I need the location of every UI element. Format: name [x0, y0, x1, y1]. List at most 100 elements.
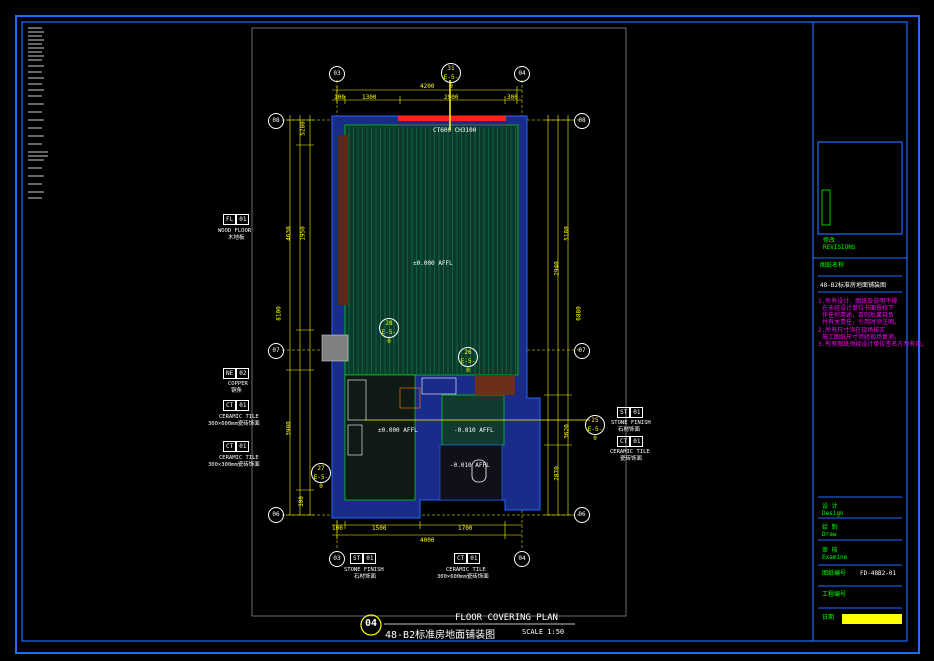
dim-bottom-total: 4000: [420, 537, 435, 544]
callout-left-num: 27: [317, 465, 325, 472]
wood-floor-stripes: [348, 127, 516, 374]
dim-top-total: 4200: [420, 83, 435, 90]
grid-bubble-left-mid: 07: [268, 343, 284, 359]
brown-tile-corner: [475, 375, 515, 395]
callout-right-num: 25: [591, 417, 599, 424]
callout-mid2-num: 26: [464, 349, 472, 356]
window: [398, 116, 506, 121]
callout-top-sheet: E-5-0: [443, 74, 459, 90]
revisions-box: [817, 141, 903, 235]
draw-cn: 绘 制: [822, 524, 838, 531]
drawing-no-label: 图纸编号: [822, 570, 847, 577]
viewport-frame: [251, 27, 627, 617]
dim-right-1: 5180: [563, 226, 571, 241]
material-label-ceramic-right-cn: 瓷砖饰面: [620, 456, 643, 462]
grid-bubble-top-left: 03: [329, 66, 345, 82]
left-edge-ticks: [28, 27, 48, 199]
rev-marker: [821, 189, 831, 226]
affl-mid: -0.010 AFFL: [454, 427, 494, 434]
grid-bubble-right-mid: 07: [574, 343, 590, 359]
material-label-copper-cn: 铜条: [231, 388, 243, 394]
material-label-ceramic-bottom-en: CERAMIC TILE: [446, 567, 486, 573]
toilet-area: [439, 444, 503, 501]
note-line-7: 3.所有图纸须经设计单位签名方为有效。: [818, 341, 928, 348]
drawing-no: FD-48B2-01: [860, 570, 897, 577]
material-label-ceramic-right-en: CERAMIC TILE: [610, 449, 650, 455]
examine-cn: 审 核: [822, 547, 838, 554]
dim-left-3: 1950: [299, 226, 307, 241]
project-no-label: 工程编号: [822, 591, 847, 598]
affl-main: ±0.000 AFFL: [413, 260, 453, 267]
dim-left-5: 3980: [285, 421, 293, 436]
callout-top-num: 31: [447, 65, 455, 72]
entry-floor: [344, 374, 416, 501]
affl-bath: -0.010 AFFL: [450, 462, 490, 469]
material-label-ceramic-1-en: CERAMIC TILE: [219, 414, 259, 420]
material-label-stone-right-en: STONE FINISH: [611, 420, 651, 426]
design-en: Design: [822, 510, 844, 517]
threshold-grid: [421, 377, 457, 395]
note-line-1: 1.所有设计、图纸及说明不得: [818, 298, 898, 305]
material-label-copper-en: COPPER: [228, 381, 248, 387]
grid-bubble-right-bot: 06: [574, 507, 590, 523]
drawing-name: 48-B2标准房地面铺装图: [820, 282, 887, 289]
dim-bottom-part-2: 1500: [372, 525, 387, 532]
examine-en: Examine: [822, 554, 848, 561]
dim-right-3: 6880: [575, 306, 583, 321]
grid-bubble-left-bot: 06: [268, 507, 284, 523]
revisions-cn: 修改: [823, 237, 836, 244]
drawing-scale: SCALE 1:50: [522, 628, 565, 636]
material-label-wood-floor-en: WOOD FLOOR: [218, 228, 252, 234]
date-label: 日期: [822, 614, 835, 621]
wardrobe: [338, 135, 348, 305]
vanity-fixture: [347, 424, 363, 456]
note-line-2: 在未经设计单位书面授权下: [822, 305, 895, 312]
dim-right-2: 2940: [553, 261, 561, 276]
dim-right-5: 2870: [553, 466, 561, 481]
note-line-3: 作任何用途，否则后果自负: [822, 312, 895, 319]
design-cn: 设 计: [822, 503, 838, 510]
callout-mid2-sheet: E-5-0: [460, 358, 476, 374]
drawing-title-cn: 48-B2标准房地面铺装图: [385, 630, 496, 641]
material-label-ceramic-2-cn: 300×300mm瓷砖饰面: [208, 462, 260, 468]
callout-mid-sheet: E-5-0: [381, 329, 397, 345]
note-line-4: 付有关责任，引用时须注明。: [822, 319, 901, 326]
grid-bubble-left-top: 08: [268, 113, 284, 129]
dim-left-6: 300: [297, 496, 305, 507]
right-dimensions: [544, 115, 572, 516]
dim-top-part-1: 100: [334, 94, 345, 101]
draw-en: Draw: [822, 531, 837, 538]
material-label-stone-right-cn: 石材饰面: [618, 427, 641, 433]
door-swing: [399, 387, 421, 409]
dim-top-part-4: 300: [507, 94, 518, 101]
callout-mid-num: 28: [385, 320, 393, 327]
dim-bottom-part-1: 100: [332, 525, 343, 532]
dim-right-4: 3620: [563, 424, 571, 439]
drawing-name-label: 图纸名称: [820, 262, 845, 269]
grid-bubble-bottom-left: 03: [329, 551, 345, 567]
bottom-dimensions: [332, 521, 522, 539]
affl-left: ±0.000 AFFL: [378, 427, 418, 434]
material-label-ceramic-bottom-cn: 300×600mm瓷砖饰面: [437, 574, 489, 580]
basin-fixture: [347, 379, 367, 421]
revisions-en: REVISIONS: [823, 244, 856, 251]
toilet-fixture: [471, 459, 487, 483]
dim-left-1: 5280: [299, 121, 307, 136]
material-label-stone-bottom-en: STONE FINISH: [344, 567, 384, 573]
callout-left-sheet: E-5-0: [313, 474, 329, 490]
dim-left-4: 8100: [275, 306, 283, 321]
dim-left-2: 4630: [285, 226, 293, 241]
title-block-lines: [813, 257, 907, 609]
